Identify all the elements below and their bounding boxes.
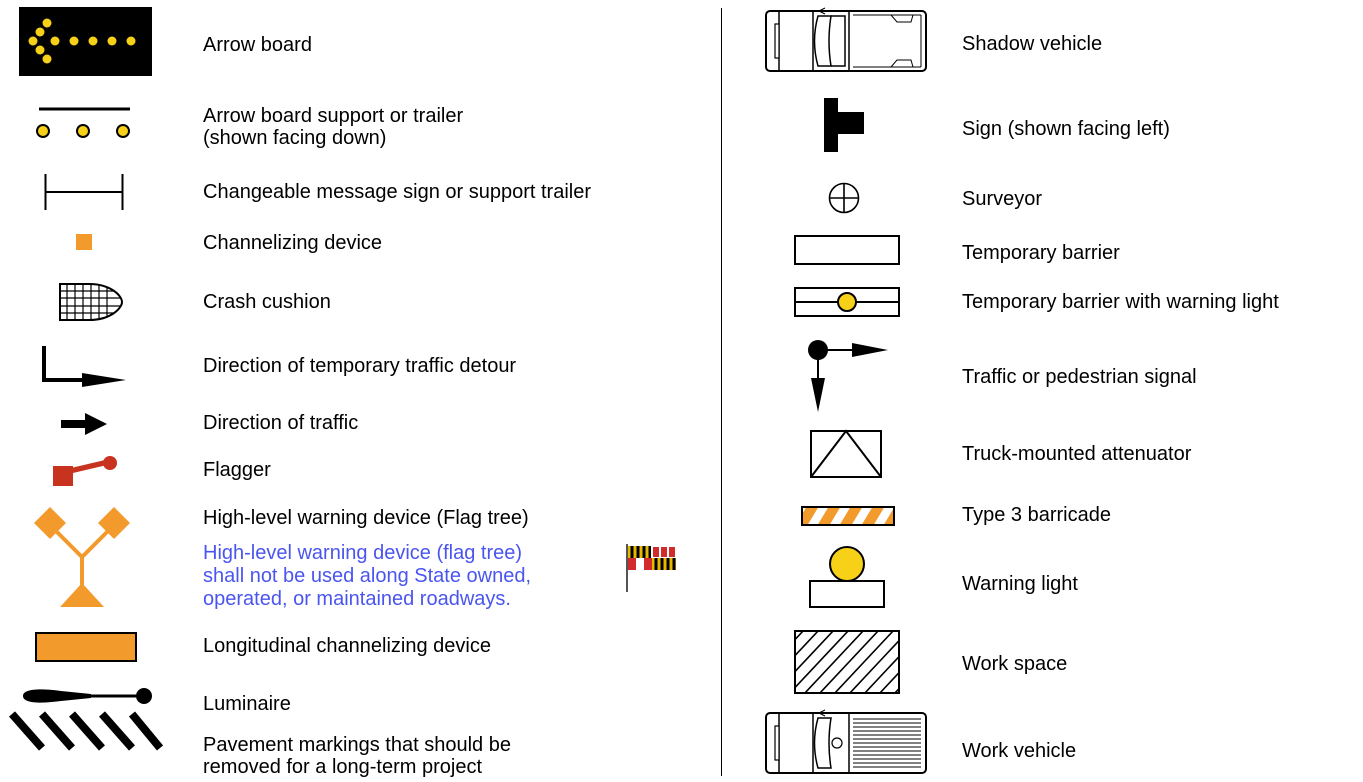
temporary-barrier-icon <box>794 235 900 265</box>
temporary-barrier-light-label: Temporary barrier with warning light <box>962 291 1279 313</box>
sign-label: Sign (shown facing left) <box>962 118 1170 140</box>
truck-mounted-attenuator-label: Truck-mounted attenuator <box>962 443 1192 465</box>
warning-light-label: Warning light <box>962 573 1078 595</box>
channelizing-device-label: Channelizing device <box>203 232 383 254</box>
flagger-label: Flagger <box>203 459 271 481</box>
traffic-signal-label: Traffic or pedestrian signal <box>962 366 1197 388</box>
longitudinal-channelizing-icon <box>35 632 137 662</box>
work-space-label: Work space <box>962 653 1068 675</box>
pavement-markings-label-line1: Pavement markings that should be <box>203 734 511 756</box>
arrow-board-icon <box>19 7 152 76</box>
detour-direction-label: Direction of temporary traffic detour <box>203 355 517 377</box>
arrow-board-support-label-line2: (shown facing down) <box>203 127 387 149</box>
surveyor-icon <box>828 182 860 214</box>
flag-tree-note-line3: operated, or maintained roadways. <box>203 588 511 610</box>
flag-tree-note-line1: High-level warning device (flag tree) <box>203 542 523 564</box>
flagger-icon <box>53 456 118 486</box>
flag-tree-icon <box>32 505 132 607</box>
pavement-markings-icon <box>8 710 164 752</box>
temporary-barrier-light-icon <box>794 287 900 317</box>
crash-cushion-label: Crash cushion <box>203 291 331 313</box>
flag-tree-label: High-level warning device (Flag tree) <box>203 507 529 529</box>
truck-mounted-attenuator-icon <box>810 429 882 478</box>
warning-light-icon <box>809 546 885 608</box>
surveyor-label: Surveyor <box>962 188 1043 210</box>
luminaire-label: Luminaire <box>203 693 291 715</box>
traffic-direction-icon <box>61 413 107 435</box>
work-space-icon <box>794 630 900 694</box>
channelizing-device-icon <box>76 234 92 250</box>
detour-direction-icon <box>42 346 126 388</box>
changeable-message-sign-icon <box>44 174 124 210</box>
traffic-signal-icon <box>806 336 888 412</box>
shadow-vehicle-icon <box>765 7 927 72</box>
shadow-vehicle-label: Shadow vehicle <box>962 33 1103 55</box>
flag-tree-note-line2: shall not be used along State owned, <box>203 565 532 587</box>
traffic-direction-label: Direction of traffic <box>203 412 359 434</box>
longitudinal-channelizing-label: Longitudinal channelizing device <box>203 635 491 657</box>
luminaire-icon <box>21 685 153 707</box>
sign-icon <box>824 98 864 152</box>
work-vehicle-icon <box>765 709 927 774</box>
temporary-barrier-label: Temporary barrier <box>962 242 1120 264</box>
arrow-board-label: Arrow board <box>203 34 312 56</box>
type3-barricade-icon <box>801 506 895 526</box>
arrow-board-support-label-line1: Arrow board support or trailer <box>203 105 464 127</box>
arrow-board-support-icon <box>35 107 133 143</box>
column-divider <box>721 8 722 776</box>
maryland-flag-icon <box>625 542 677 594</box>
type3-barricade-label: Type 3 barricade <box>962 504 1111 526</box>
pavement-markings-label-line2: removed for a long-term project <box>203 756 483 778</box>
crash-cushion-icon <box>59 283 124 321</box>
changeable-message-sign-label: Changeable message sign or support trail… <box>203 181 591 203</box>
work-vehicle-label: Work vehicle <box>962 740 1077 762</box>
